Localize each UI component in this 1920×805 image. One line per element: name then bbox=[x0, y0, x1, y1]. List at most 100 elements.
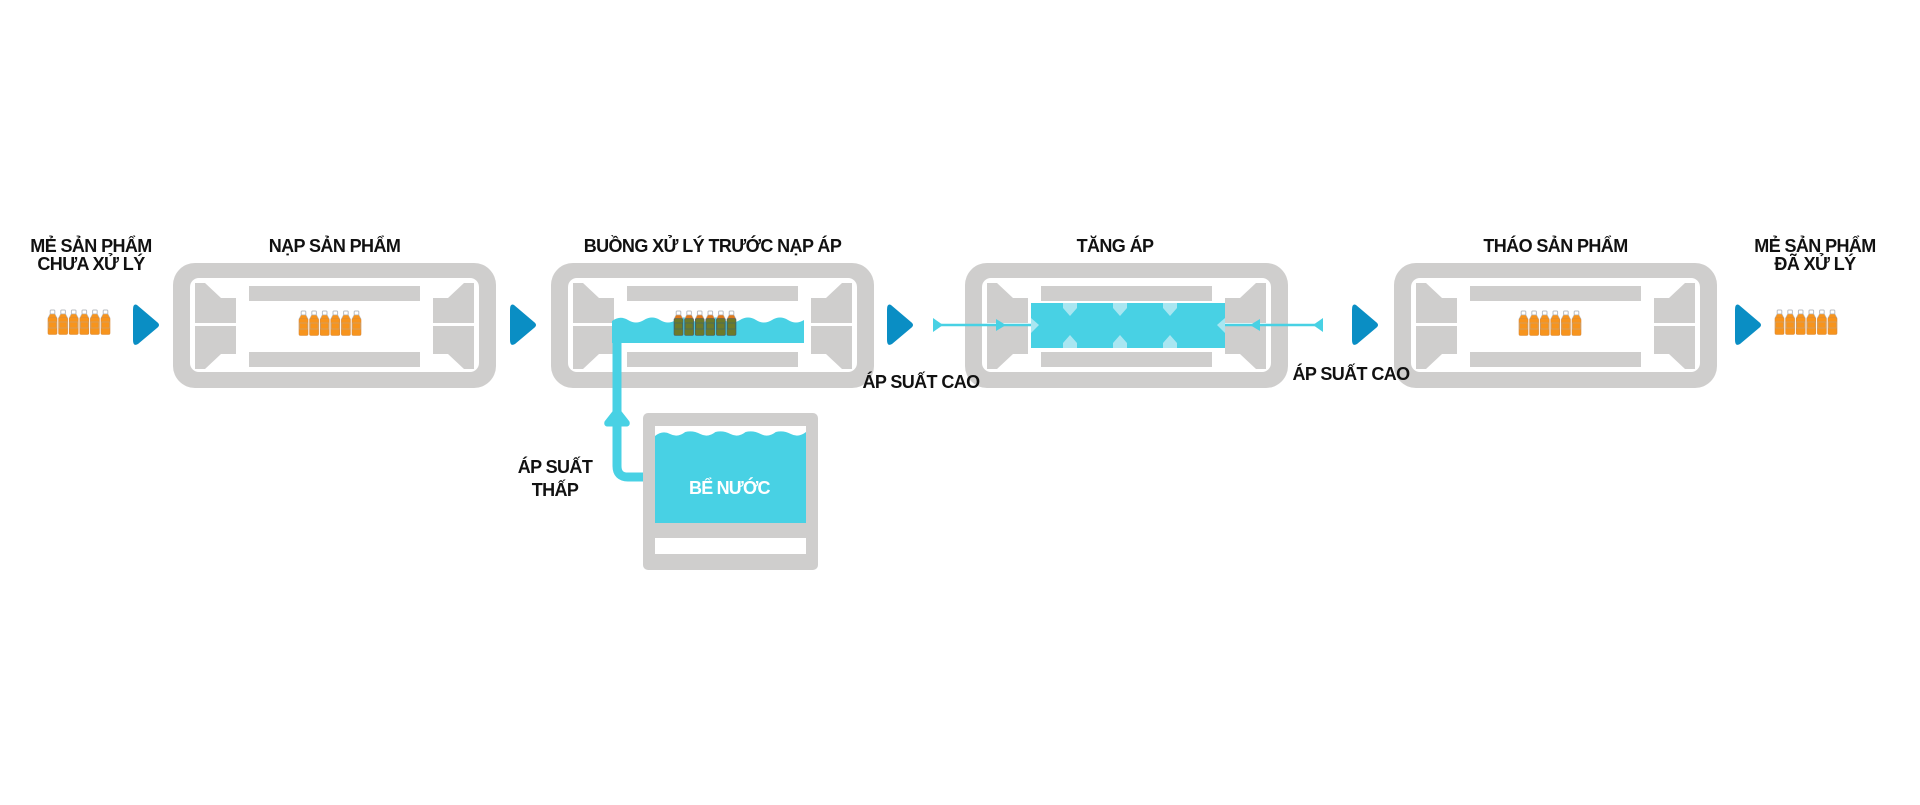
bottle-label bbox=[1775, 321, 1784, 329]
vessel-top-wall bbox=[249, 286, 420, 301]
bottle-label bbox=[1519, 322, 1528, 330]
bottle-label bbox=[58, 321, 68, 329]
bottle-body bbox=[1529, 318, 1539, 336]
flow-arrow-1 bbox=[133, 304, 159, 345]
flow-arrow-4 bbox=[1352, 304, 1378, 345]
bottle bbox=[340, 310, 351, 336]
flow-arrow-2 bbox=[510, 304, 536, 345]
bottle-label bbox=[309, 322, 319, 330]
pressure-line-tail-icon bbox=[933, 318, 943, 332]
bottle-cap bbox=[707, 310, 714, 316]
tank-bottom-slot bbox=[655, 538, 806, 554]
bottle-body bbox=[1774, 317, 1785, 335]
chamber-left-plug-slot bbox=[573, 323, 614, 326]
vessel-bottom-wall bbox=[249, 352, 420, 367]
vessel-top-wall bbox=[1041, 286, 1212, 301]
bottle-label bbox=[1817, 321, 1827, 329]
bottle bbox=[1816, 309, 1827, 335]
bottle-cap bbox=[332, 310, 339, 316]
flow-arrow-icon bbox=[510, 304, 536, 345]
label-output-line1: MẺ SẢN PHẨM bbox=[1754, 236, 1876, 256]
bottle bbox=[684, 310, 695, 336]
bottle-label bbox=[1785, 321, 1795, 329]
bottle-cap bbox=[718, 310, 724, 316]
bottle bbox=[1539, 310, 1550, 336]
bottle-label bbox=[299, 322, 308, 330]
bottle-cap bbox=[1829, 309, 1836, 315]
bottle-cap bbox=[353, 310, 360, 316]
chamber-pressurize bbox=[965, 263, 1288, 388]
chamber-right-plug-slot bbox=[811, 323, 852, 326]
bottle-label bbox=[90, 321, 100, 329]
bottle-cap bbox=[92, 309, 98, 315]
bottle-label bbox=[695, 322, 705, 330]
low-pressure-pipe bbox=[604, 330, 660, 482]
bottle bbox=[1550, 310, 1561, 336]
bottle-body bbox=[705, 318, 716, 336]
bottle-group-output bbox=[1774, 309, 1838, 335]
bottle-cap bbox=[728, 310, 735, 316]
bottle-cap bbox=[1531, 310, 1537, 316]
bottle-body bbox=[1539, 318, 1550, 336]
pressure-indicators bbox=[1031, 303, 1225, 348]
bottle-cap bbox=[60, 309, 66, 315]
flow-arrow-icon bbox=[1352, 304, 1378, 345]
flow-arrow-icon bbox=[1735, 304, 1761, 345]
bottle-cap bbox=[1563, 310, 1569, 316]
bottle-body bbox=[1785, 317, 1795, 335]
bottle-label bbox=[705, 322, 715, 330]
bottle-body bbox=[341, 318, 351, 336]
bottle-label bbox=[341, 322, 351, 330]
pressure-arrow-down-icon bbox=[1063, 303, 1077, 316]
bottle-body bbox=[1518, 318, 1529, 336]
bottle-body bbox=[1817, 317, 1827, 335]
bottle-body bbox=[79, 317, 90, 335]
bottle-label bbox=[727, 322, 736, 330]
pipe-arrow-up-icon bbox=[604, 406, 630, 427]
bottle-label bbox=[320, 322, 330, 330]
pressure-arrow-right-icon bbox=[1031, 318, 1039, 333]
bottle-body bbox=[1795, 317, 1806, 335]
bottle-label bbox=[1529, 322, 1539, 330]
bottle bbox=[1518, 310, 1529, 336]
label-input-line2: CHƯA XỬ LÝ bbox=[37, 254, 145, 274]
flow-arrow-5 bbox=[1735, 304, 1761, 345]
bottle-body bbox=[1806, 317, 1817, 335]
bottle bbox=[1529, 310, 1540, 336]
bottle bbox=[79, 309, 90, 335]
bottle bbox=[673, 310, 684, 336]
vessel-bottom-wall bbox=[627, 352, 798, 367]
bottle-label bbox=[674, 322, 683, 330]
bottle-cap bbox=[81, 309, 88, 315]
pressurized-water bbox=[1031, 303, 1225, 348]
bottle bbox=[726, 310, 737, 336]
label-prefill-chamber: BUỒNG XỬ LÝ TRƯỚC NẠP ÁP bbox=[583, 236, 842, 256]
bottle bbox=[68, 309, 79, 335]
bottle-cap bbox=[1797, 309, 1804, 315]
high-pressure-inlet-right bbox=[1225, 318, 1323, 332]
bottle-label bbox=[1796, 321, 1806, 329]
bottle-group-input bbox=[47, 309, 111, 335]
pressure-arrow-up-icon bbox=[1063, 335, 1077, 348]
bottle-body bbox=[309, 318, 319, 336]
bottle-label bbox=[1540, 322, 1550, 330]
bottle-label bbox=[69, 321, 79, 329]
bottle bbox=[58, 309, 69, 335]
chamber-left-plug-slot bbox=[195, 323, 236, 326]
label-output-line2: ĐÃ XỬ LÝ bbox=[1774, 254, 1856, 274]
bottle-label bbox=[330, 322, 340, 330]
bottle-body bbox=[716, 318, 726, 336]
chamber-right-plug-slot bbox=[433, 323, 474, 326]
pressure-arrow-left-icon bbox=[1250, 319, 1260, 331]
pressure-arrow-up-icon bbox=[1113, 335, 1127, 348]
bottle-cap bbox=[1552, 310, 1559, 316]
label-output-batch: MẺ SẢN PHẨM ĐÃ XỬ LÝ bbox=[1735, 237, 1895, 273]
tank-water bbox=[655, 431, 806, 523]
pressure-arrow-down-icon bbox=[1163, 303, 1177, 316]
pressure-arrow-right-icon bbox=[996, 319, 1006, 331]
pressure-arrow-up-icon bbox=[1163, 335, 1177, 348]
bottle-body bbox=[1561, 318, 1571, 336]
label-high-pressure-right: ÁP SUẤT CAO bbox=[1292, 364, 1410, 384]
bottle-cap bbox=[1573, 310, 1580, 316]
